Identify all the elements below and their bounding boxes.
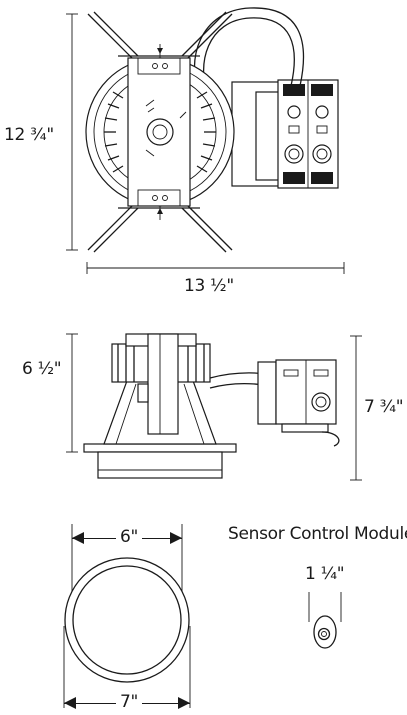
top-height-dimension-line bbox=[66, 13, 78, 251]
trim-flange bbox=[83, 443, 237, 453]
housing-top bbox=[85, 44, 235, 220]
aperture-outer-label: 7" bbox=[116, 694, 143, 711]
arrow-left-icon bbox=[64, 697, 76, 709]
trim-outer-ring bbox=[64, 557, 190, 683]
side-height-label: 6 ½" bbox=[22, 359, 62, 379]
side-height-dimension-line bbox=[66, 333, 78, 453]
arrow-left-icon bbox=[72, 532, 84, 544]
junction-box-side bbox=[257, 359, 340, 447]
aperture-view bbox=[63, 524, 191, 708]
top-view bbox=[66, 7, 345, 274]
aperture-cylinder bbox=[97, 451, 223, 479]
mounting-bars bbox=[87, 11, 233, 253]
side-total-label-text: 7 ¾" bbox=[362, 397, 406, 417]
sensor-module-title: Sensor Control Module bbox=[228, 526, 407, 543]
top-width-dimension-line bbox=[86, 262, 345, 274]
junction-box-top bbox=[231, 79, 339, 189]
aperture-inner-label: 6" bbox=[116, 529, 143, 546]
aperture-inner-dimension: 6" bbox=[72, 527, 182, 549]
sensor-module-body bbox=[313, 615, 337, 649]
aperture-outer-dimension: 7" bbox=[64, 693, 190, 715]
arrow-right-icon bbox=[170, 532, 182, 544]
sensor-width-label: 1 ¼" bbox=[305, 564, 345, 584]
top-height-label: 12 ¾" bbox=[4, 125, 54, 145]
side-view bbox=[66, 333, 362, 481]
aperture-opening bbox=[72, 565, 182, 675]
side-total-dimension-line bbox=[350, 335, 362, 481]
sensor-module-view bbox=[308, 592, 342, 649]
arrow-right-icon bbox=[178, 697, 190, 709]
conduit-top bbox=[193, 7, 305, 99]
bracket-side bbox=[147, 333, 179, 435]
heatsink-fins bbox=[104, 91, 216, 173]
top-width-label: 13 ½" bbox=[184, 276, 234, 296]
